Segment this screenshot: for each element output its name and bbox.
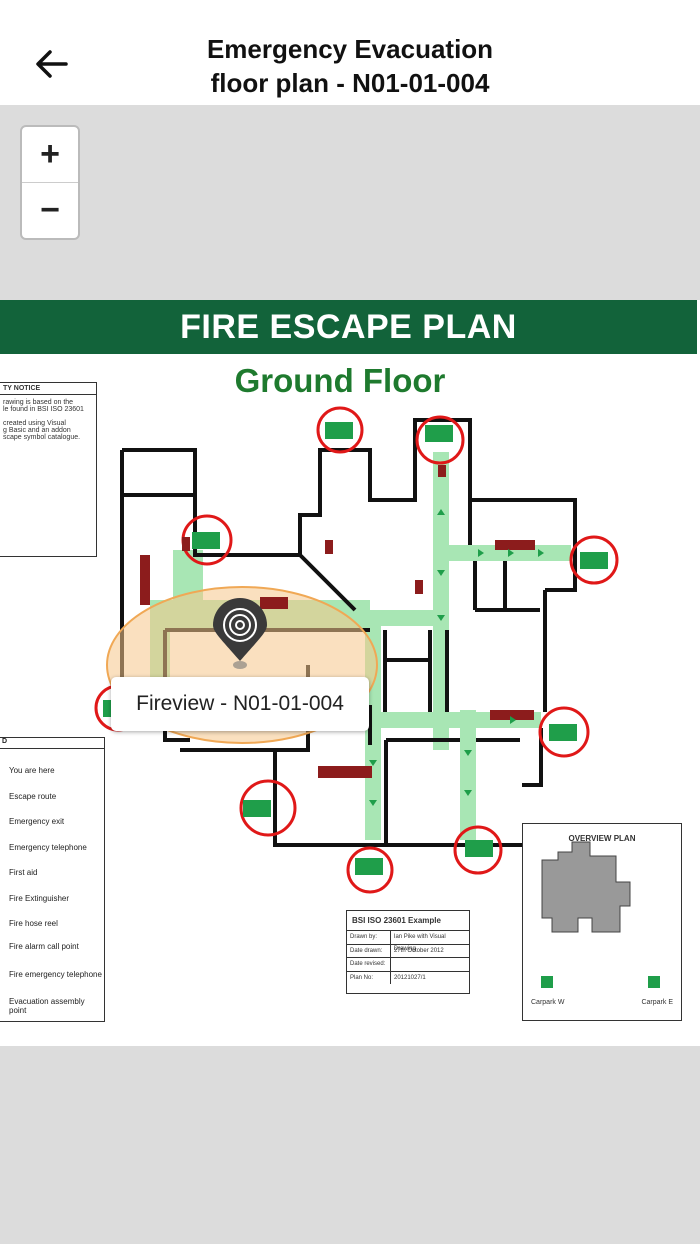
plan-banner: FIRE ESCAPE PLAN (0, 300, 697, 354)
title-block: BSI ISO 23601 Example Drawn by:Ian Pike … (346, 910, 470, 994)
fireview-label[interactable]: Fireview - N01-01-004 (111, 677, 369, 731)
page-title: Emergency Evacuation floor plan - N01-01… (206, 34, 494, 98)
zoom-in-button[interactable]: + (22, 127, 78, 183)
fire-equipment-symbols (140, 465, 535, 778)
zoom-control: + − (20, 125, 80, 240)
arrow-left-icon[interactable] (28, 40, 76, 88)
emergency-exit-signs (103, 422, 608, 875)
floor-plan-image: FIRE ESCAPE PLAN Ground Floor TY NOTICE … (0, 300, 700, 1046)
plan-floor-title: Ground Floor (234, 362, 446, 399)
overview-plan: OVERVIEW PLAN Carpark W Carpark E (522, 823, 682, 1021)
overview-building (541, 841, 631, 933)
fire-detector-icon[interactable] (211, 597, 269, 669)
plan-legend: D You are here Escape route Emergency ex… (0, 737, 105, 1022)
zoom-out-button[interactable]: − (40, 191, 60, 229)
safety-notice: TY NOTICE rawing is based on the le foun… (0, 382, 97, 557)
app-header: Emergency Evacuation floor plan - N01-01… (0, 0, 700, 105)
escape-direction-arrows (369, 509, 544, 806)
